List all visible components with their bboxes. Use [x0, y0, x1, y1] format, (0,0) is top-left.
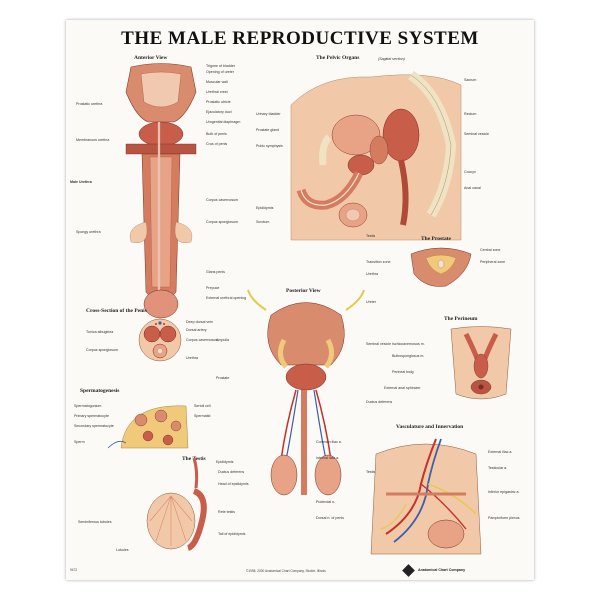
label-secondary-spermatocyte: Secondary spermatocyte	[74, 424, 114, 428]
label-prostate-gland: Prostate gland	[256, 128, 280, 132]
label-ureter-opening: Opening of ureter	[206, 70, 234, 74]
label-spermatogonium: Spermatogonium	[74, 404, 102, 408]
label-external-iliac: External iliac a.	[488, 450, 513, 454]
label-dorsal-artery: Dorsal artery	[186, 328, 207, 332]
label-pv-prostate: Prostate	[216, 376, 230, 380]
label-testis-ductus-deferens: Ductus deferens	[218, 470, 245, 474]
label-external-urethral-opening: External urethral opening	[206, 296, 247, 300]
label-pv-ductus-deferens: Ductus deferens	[366, 400, 393, 404]
poster-title: THE MALE REPRODUCTIVE SYSTEM	[121, 28, 479, 49]
label-dorsal-nerve: Dorsal n. of penis	[316, 516, 344, 520]
section-title-prostate: The Prostate	[421, 236, 451, 242]
label-rectum: Rectum	[464, 112, 477, 116]
label-spermatid: Spermatid	[194, 414, 211, 418]
label-testicular-artery: Testicular a.	[488, 466, 508, 470]
label-external-anal-sphincter: External anal sphincter	[384, 386, 421, 390]
label-pubic-symphysis: Pubic symphysis	[256, 144, 283, 148]
label-urethral-crest: Urethral crest	[206, 90, 228, 94]
catalog-number: 9472	[70, 568, 78, 572]
pelvic-organs-illustration	[290, 70, 462, 241]
label-sertoli-cell: Sertoli cell	[194, 404, 211, 408]
testis-illustration	[146, 457, 207, 551]
label-coccyx: Coccyx	[464, 170, 476, 174]
label-prostatic-utricle: Prostatic utricle	[206, 100, 231, 104]
label-perineal-body: Perineal body	[392, 370, 414, 374]
label-urinary-bladder: Urinary bladder	[256, 112, 281, 116]
publisher-name: Anatomical Chart Company	[418, 568, 466, 572]
copyright-text: ©1998, 2000 Anatomical Chart Company, Sk…	[246, 569, 326, 573]
posterior-view-illustration	[247, 289, 365, 496]
label-bulb-of-penis: Bulb of penis	[206, 132, 227, 136]
label-ischiocavernosus: Ischiocavernosus m.	[392, 342, 425, 346]
label-urogenital-diaphragm: Urogenital diaphragm	[206, 120, 241, 124]
section-title-perineum: The Perineum	[444, 316, 478, 322]
section-subtitle-pelvic: (Sagittal section)	[378, 57, 405, 61]
label-common-iliac: Common iliac a.	[316, 440, 342, 444]
label-cs-corpus-cavernosum: Corpus cavernosum	[186, 338, 219, 342]
label-ejaculatory-duct: Ejaculatory duct	[206, 110, 232, 114]
label-prostatic-urethra: Prostatic urethra	[76, 102, 103, 106]
label-rete-testis: Rete testis	[218, 510, 235, 514]
label-pv-seminal-vesicle: Seminal vesicle	[366, 342, 391, 346]
label-peripheral-zone: Peripheral zone	[480, 260, 506, 264]
label-anal-canal: Anal canal	[464, 186, 481, 190]
label-cs-urethra: Urethra	[186, 356, 198, 360]
label-pv-testis: Testis	[366, 470, 376, 474]
label-primary-spermatocyte: Primary spermatocyte	[74, 414, 109, 418]
label-testis-sagittal: Testis	[366, 234, 376, 238]
label-corpus-spongiosum: Corpus spongiosum	[206, 220, 238, 224]
label-deep-dorsal-vein: Deep dorsal vein	[186, 320, 213, 324]
label-trigone: Trigone of bladder	[206, 64, 236, 68]
publisher-logo-icon	[402, 564, 415, 577]
label-pv-ampulla: Ampulla	[216, 338, 229, 342]
spermatogenesis-illustration	[107, 405, 189, 449]
label-head-of-epididymis: Head of epididymis	[218, 482, 249, 486]
label-corpus-cavernosum: Corpus cavernosum	[206, 198, 239, 202]
label-bulbospongiosus: Bulbospongiosus m.	[392, 354, 425, 358]
perineum-illustration	[450, 326, 512, 400]
label-muscular-wall: Muscular wall	[206, 80, 228, 84]
label-spongy-urethra: Spongy urethra	[76, 230, 101, 234]
vasculature-illustration	[370, 438, 482, 555]
label-tunica-albuginea: Tunica albuginea	[86, 330, 114, 334]
label-pv-epididymis: Epididymis	[216, 460, 234, 464]
label-cs-corpus-spongiosum: Corpus spongiosum	[86, 348, 118, 352]
label-transition-zone: Transition zone	[366, 260, 391, 264]
label-tail-of-epididymis: Tail of epididymis	[218, 532, 246, 536]
label-prepuce: Prepuce	[206, 286, 220, 290]
label-epididymis-sagittal: Epididymis	[256, 206, 274, 210]
section-title-spermatogenesis: Spermatogenesis	[80, 388, 120, 394]
section-title-anterior: Anterior View	[134, 55, 168, 61]
section-title-cross-section: Cross-Section of the Penis	[86, 308, 147, 314]
label-central-zone: Central zone	[480, 248, 501, 252]
label-male-urethra: Male Urethra	[70, 180, 92, 184]
anatomy-poster: THE MALE REPRODUCTIVE SYSTEM Anterior Vi…	[66, 20, 534, 580]
prostate-illustration	[410, 247, 472, 287]
label-pudendal-nerve: Pudendal n.	[316, 500, 336, 504]
section-title-posterior: Posterior View	[286, 288, 321, 294]
label-scrotum: Scrotum	[256, 220, 270, 224]
anterior-view-illustration	[125, 63, 197, 319]
label-glans-penis: Glans penis	[206, 270, 225, 274]
label-inferior-epigastric: Inferior epigastric a.	[488, 490, 520, 494]
section-title-vasculature: Vasculature and Innervation	[396, 424, 464, 430]
label-pampiniform-plexus: Pampiniform plexus	[488, 516, 520, 520]
label-pv-ureter: Ureter	[366, 300, 376, 304]
label-internal-iliac: Internal iliac a.	[316, 456, 340, 460]
section-title-pelvic: The Pelvic Organs	[316, 55, 360, 61]
label-membranous-urethra: Membranous urethra	[76, 138, 110, 142]
label-lobules: Lobules	[116, 548, 129, 552]
label-crus-of-penis: Crus of penis	[206, 142, 228, 146]
label-seminiferous-tubules: Seminiferous tubules	[78, 520, 112, 524]
label-sacrum: Sacrum	[464, 78, 477, 82]
penis-cross-section-illustration	[138, 318, 182, 362]
label-sperm: Sperm	[74, 440, 85, 444]
label-seminal-vesicle: Seminal vesicle	[464, 132, 489, 136]
label-prostate-urethra: Urethra	[366, 272, 378, 276]
